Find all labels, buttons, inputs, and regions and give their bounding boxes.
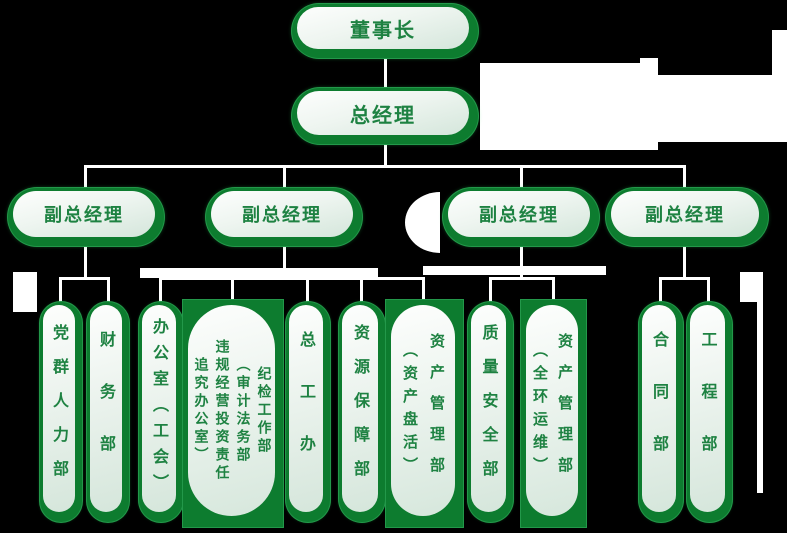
white-artifact xyxy=(480,63,658,150)
connector-drop-deputy-4 xyxy=(683,166,686,190)
white-artifact xyxy=(13,272,37,312)
connector-drop-deputy-2 xyxy=(283,166,286,190)
dept-label: 财务部 xyxy=(97,330,116,487)
drop-dept-11 xyxy=(707,277,710,305)
dept-label: 总工办 xyxy=(297,330,316,487)
dept-label: 资源保障部 xyxy=(351,323,370,494)
dept-label: （全环运维） xyxy=(531,341,549,480)
dept-pill-zhiliang: 质量安全部 xyxy=(468,302,513,522)
general-manager-label: 总经理 xyxy=(350,102,416,127)
drop-dept-5 xyxy=(306,277,309,305)
white-artifact xyxy=(140,268,378,278)
deputy-3-label: 副总经理 xyxy=(479,205,559,226)
connector-deputy1-branch xyxy=(84,244,87,280)
drop-dept-8 xyxy=(489,277,492,305)
node-chairman: 董事长 xyxy=(292,4,478,58)
white-artifact xyxy=(640,75,787,142)
deputy-1-label: 副总经理 xyxy=(44,205,124,226)
white-artifact-halfcircle xyxy=(405,192,440,253)
drop-dept-1 xyxy=(59,277,62,305)
connector-deputy4-branch xyxy=(683,244,686,280)
dept-label: （审计法务部 xyxy=(234,356,251,465)
dept-pill-bangongshi: 办公室（工会） xyxy=(139,302,183,522)
drop-dept-2 xyxy=(107,277,110,305)
dept-pill-dangqun: 党群人力部 xyxy=(40,302,82,522)
dept-label: 合同部 xyxy=(650,330,669,487)
dept-pill-zichan-panhuo: 资产管理部 （资产盘活） xyxy=(386,300,463,527)
dept-label: 违规经营投资责任 xyxy=(213,338,230,483)
dept-pill-zonggongban: 总工办 xyxy=(286,302,330,522)
dept-pill-zichan-yunwei: 资产管理部 （全环运维） xyxy=(521,300,586,527)
drop-dept-9 xyxy=(552,277,555,305)
white-artifact xyxy=(772,30,787,142)
dept-label: 资产管理部 xyxy=(556,333,574,488)
dept-label: 质量安全部 xyxy=(479,323,499,494)
chairman-label: 董事长 xyxy=(350,17,416,42)
node-deputy-2: 副总经理 xyxy=(206,188,362,246)
white-artifact xyxy=(740,272,763,302)
dept-label: 工程部 xyxy=(698,330,718,487)
white-artifact xyxy=(640,58,658,150)
deputy-4-label: 副总经理 xyxy=(645,205,725,226)
connector-gm-trunk xyxy=(384,142,387,167)
deputy-2-label: 副总经理 xyxy=(242,205,322,226)
connector-drop-deputy-1 xyxy=(84,166,87,190)
dept-pill-hetong: 合同部 xyxy=(639,302,683,522)
white-artifact xyxy=(423,266,606,275)
dept-pill-caiwu: 财务部 xyxy=(87,302,129,522)
dept-pill-ziyuan: 资源保障部 xyxy=(339,302,385,522)
drop-dept-7 xyxy=(422,277,425,305)
drop-dept-6 xyxy=(360,277,363,305)
connector-deputy3-branch xyxy=(520,244,523,280)
connector-chairman-gm xyxy=(384,56,387,90)
drop-dept-4 xyxy=(231,277,234,305)
dept-pill-gongcheng: 工程部 xyxy=(687,302,732,522)
branch-line-deputy-4 xyxy=(659,277,710,280)
branch-line-deputy-2 xyxy=(159,277,425,280)
dept-label: 党群人力部 xyxy=(50,323,69,494)
drop-dept-3 xyxy=(159,277,162,305)
dept-label: （资产盘活） xyxy=(401,341,419,480)
drop-dept-10 xyxy=(659,277,662,305)
dept-label: 办公室（工会） xyxy=(150,317,169,500)
branch-line-deputy-1 xyxy=(59,277,110,280)
dept-pill-jijian: 纪检工作部 （审计法务部 违规经营投资责任 追究办公室） xyxy=(183,300,283,527)
white-artifact xyxy=(757,300,763,493)
node-deputy-3: 副总经理 xyxy=(443,188,599,246)
node-deputy-1: 副总经理 xyxy=(8,188,164,246)
connector-deputy2-branch xyxy=(283,244,286,280)
branch-line-deputy-3 xyxy=(489,277,555,280)
node-deputy-4: 副总经理 xyxy=(606,188,768,246)
connector-trunk xyxy=(84,165,686,168)
connector-drop-deputy-3 xyxy=(520,166,523,190)
node-general-manager: 总经理 xyxy=(292,88,478,144)
dept-label: 纪检工作部 xyxy=(255,365,272,456)
dept-label: 资产管理部 xyxy=(428,333,446,488)
dept-label: 追究办公室） xyxy=(192,356,209,465)
